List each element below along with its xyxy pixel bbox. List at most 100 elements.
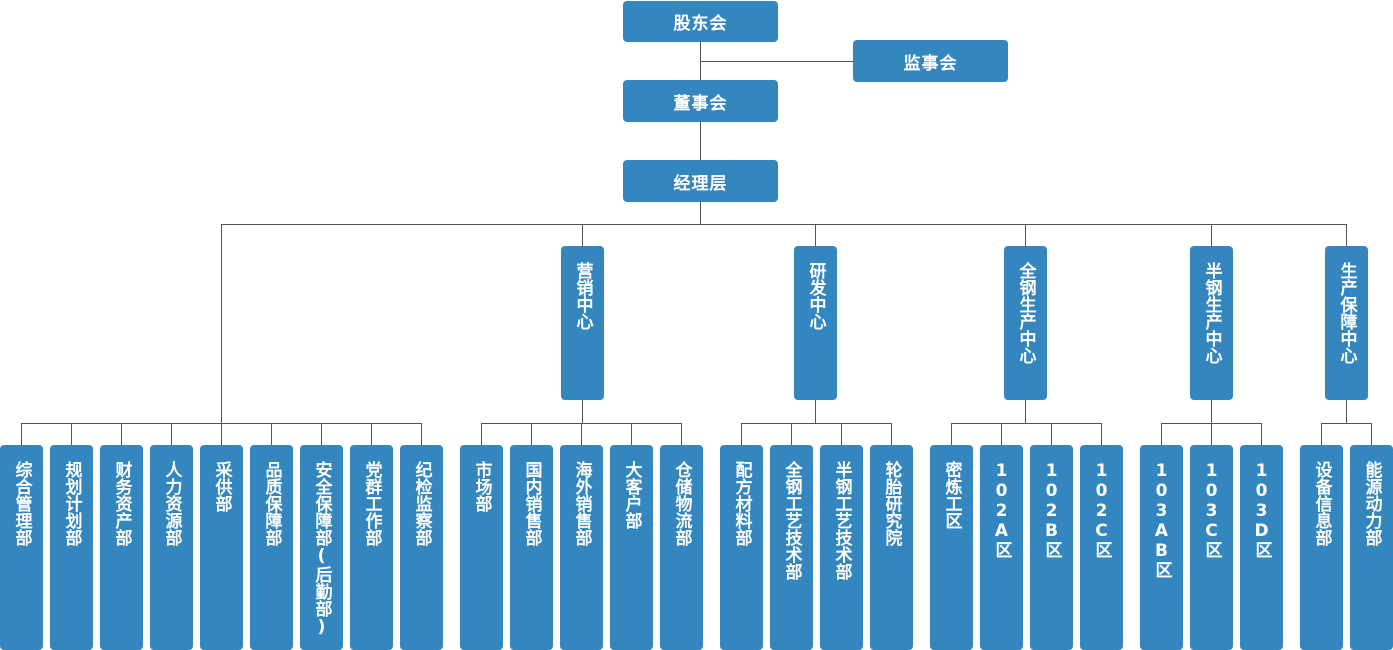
connector	[371, 423, 372, 445]
center-allsteel-box: 全钢生产中心	[1004, 246, 1047, 400]
dept-label: 全钢工艺技术部	[781, 461, 802, 580]
dept-label: 综合管理部	[11, 461, 32, 546]
dept-label: 纪检监察部	[411, 461, 432, 546]
connector	[1346, 400, 1347, 423]
connector	[321, 423, 322, 445]
dept-label: 能源动力部	[1361, 461, 1382, 546]
center-label: 营销中心	[572, 262, 593, 330]
dept-label: 配方材料部	[731, 461, 752, 546]
dept-box: 海外销售部	[560, 445, 603, 650]
dept-box: 国内销售部	[510, 445, 553, 650]
dept-label: 采供部	[211, 461, 232, 512]
dept-label: 海外销售部	[571, 461, 592, 546]
dept-box: 102A区	[980, 445, 1023, 650]
connector	[582, 224, 583, 246]
dept-box: 103C区	[1190, 445, 1233, 650]
dept-label: 设备信息部	[1311, 461, 1332, 546]
dept-label: 密炼工区	[941, 461, 962, 529]
dept-box: 纪检监察部	[400, 445, 443, 650]
connector	[700, 122, 701, 160]
dept-box: 市场部	[460, 445, 503, 650]
connector	[421, 423, 422, 445]
dept-label: 103C区	[1201, 461, 1222, 558]
dept-label: 轮胎研究院	[881, 461, 902, 546]
center-label: 全钢生产中心	[1015, 262, 1036, 364]
connector	[221, 224, 1347, 225]
connector	[581, 423, 582, 445]
dept-box: 102C区	[1080, 445, 1123, 650]
board-box: 董事会	[623, 80, 778, 122]
dept-box: 党群工作部	[350, 445, 393, 650]
dept-label: 人力资源部	[161, 461, 182, 546]
connector	[951, 423, 952, 445]
connector	[1001, 423, 1002, 445]
dept-box: 103AB区	[1140, 445, 1183, 650]
connector	[1321, 423, 1372, 424]
supervisors-box: 监事会	[853, 40, 1008, 82]
connector	[951, 423, 1102, 424]
dept-label: 财务资产部	[111, 461, 132, 546]
dept-label: 规划计划部	[61, 461, 82, 546]
connector	[815, 224, 816, 246]
dept-label: 103AB区	[1151, 461, 1172, 578]
connector	[221, 423, 222, 445]
dept-box: 综合管理部	[0, 445, 43, 650]
dept-label: 102C区	[1091, 461, 1112, 558]
connector	[891, 423, 892, 445]
connector	[221, 224, 222, 423]
connector	[1261, 423, 1262, 445]
dept-label: 103D区	[1251, 461, 1272, 558]
connector	[741, 423, 892, 424]
connector	[791, 423, 792, 445]
connector	[700, 202, 701, 224]
connector	[1051, 423, 1052, 445]
connector	[481, 423, 482, 445]
dept-box: 全钢工艺技术部	[770, 445, 813, 650]
dept-box: 102B区	[1030, 445, 1073, 650]
dept-box: 轮胎研究院	[870, 445, 913, 650]
dept-box: 103D区	[1240, 445, 1283, 650]
center-marketing-box: 营销中心	[561, 246, 604, 400]
dept-box: 采供部	[200, 445, 243, 650]
connector	[681, 423, 682, 445]
connector	[1371, 423, 1372, 445]
connector	[1101, 423, 1102, 445]
dept-label: 102B区	[1041, 461, 1062, 558]
connector	[582, 400, 583, 423]
connector	[700, 61, 853, 62]
dept-label: 安全保障部(后勤部)	[311, 461, 332, 637]
center-rnd-box: 研发中心	[794, 246, 837, 400]
connector	[531, 423, 532, 445]
connector	[1211, 400, 1212, 423]
connector	[741, 423, 742, 445]
connector	[1211, 224, 1212, 246]
dept-label: 品质保障部	[261, 461, 282, 546]
connector	[271, 423, 272, 445]
dept-box: 大客户部	[610, 445, 653, 650]
connector	[71, 423, 72, 445]
center-label: 生产保障中心	[1336, 262, 1357, 364]
dept-box: 财务资产部	[100, 445, 143, 650]
connector	[631, 423, 632, 445]
dept-label: 仓储物流部	[671, 461, 692, 546]
dept-box: 规划计划部	[50, 445, 93, 650]
dept-label: 党群工作部	[361, 461, 382, 546]
dept-box: 设备信息部	[1300, 445, 1343, 650]
center-support-box: 生产保障中心	[1325, 246, 1368, 400]
connector	[21, 423, 22, 445]
center-semisteel-box: 半钢生产中心	[1190, 246, 1233, 400]
connector	[1211, 423, 1212, 445]
dept-box: 能源动力部	[1350, 445, 1393, 650]
connector	[1025, 400, 1026, 423]
dept-box: 配方材料部	[720, 445, 763, 650]
connector	[121, 423, 122, 445]
dept-box: 安全保障部(后勤部)	[300, 445, 343, 650]
dept-box: 仓储物流部	[660, 445, 703, 650]
dept-box: 品质保障部	[250, 445, 293, 650]
dept-label: 半钢工艺技术部	[831, 461, 852, 580]
center-label: 研发中心	[805, 262, 826, 330]
connector	[815, 400, 816, 423]
connector	[1321, 423, 1322, 445]
dept-label: 102A区	[991, 461, 1012, 558]
center-label: 半钢生产中心	[1201, 262, 1222, 364]
